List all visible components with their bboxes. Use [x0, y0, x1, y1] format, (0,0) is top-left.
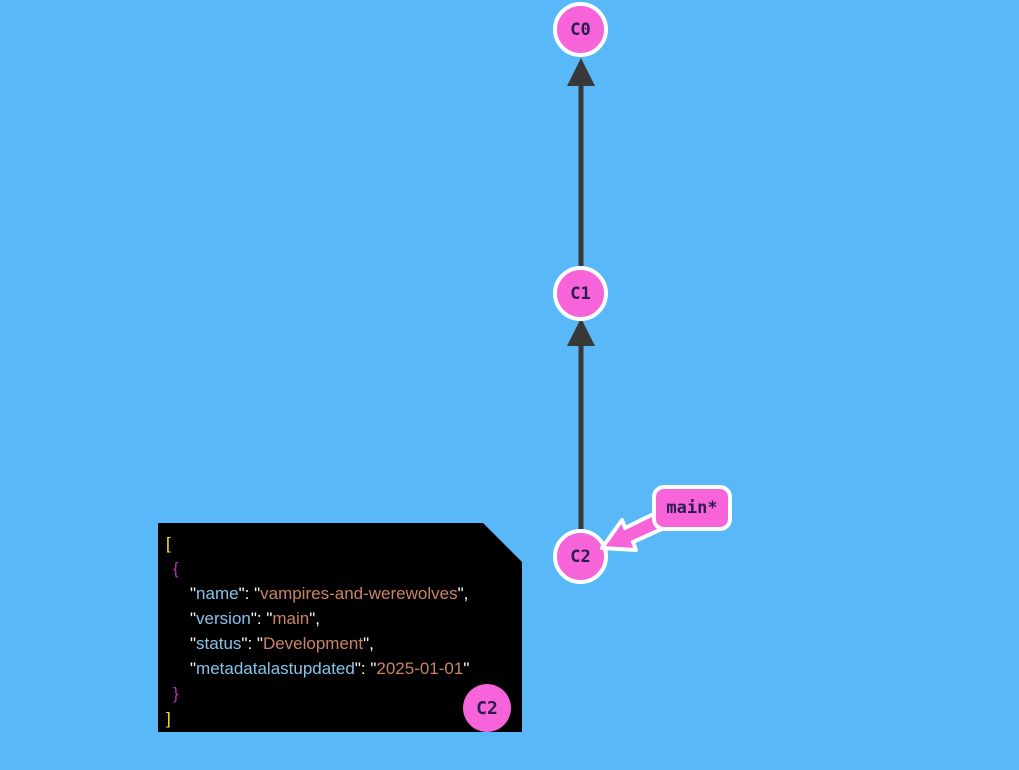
code-line: "metadatalastupdated": "2025-01-01"	[190, 659, 470, 678]
edge-arrowhead-c1-c0	[567, 58, 595, 86]
commit-node-c1[interactable]: C1	[553, 266, 608, 321]
code-line: ]	[166, 709, 171, 728]
commit-node-label: C0	[570, 19, 591, 40]
commit-badge: C2	[463, 684, 511, 732]
commit-node-label: C1	[570, 283, 591, 304]
code-line: {	[173, 559, 179, 578]
branch-label-text: main*	[666, 498, 718, 518]
commit-node-label: C2	[570, 546, 591, 567]
code-lines: [{ "name": "vampires-and-werewolves", "ver…	[166, 531, 522, 731]
branch-label-main[interactable]: main*	[652, 485, 732, 531]
code-line: [	[166, 534, 171, 553]
commit-badge-label: C2	[476, 697, 498, 719]
commit-node-c0[interactable]: C0	[553, 2, 608, 57]
code-line: "status": "Development",	[190, 634, 374, 653]
edge-arrowhead-c2-c1	[567, 318, 595, 346]
code-line: "version": "main",	[190, 609, 321, 628]
commit-detail-code-block: [{ "name": "vampires-and-werewolves", "ver…	[158, 523, 522, 732]
commit-node-c2[interactable]: C2	[553, 529, 608, 584]
code-line: "name": "vampires-and-werewolves",	[190, 584, 469, 603]
code-line: }	[173, 684, 179, 703]
